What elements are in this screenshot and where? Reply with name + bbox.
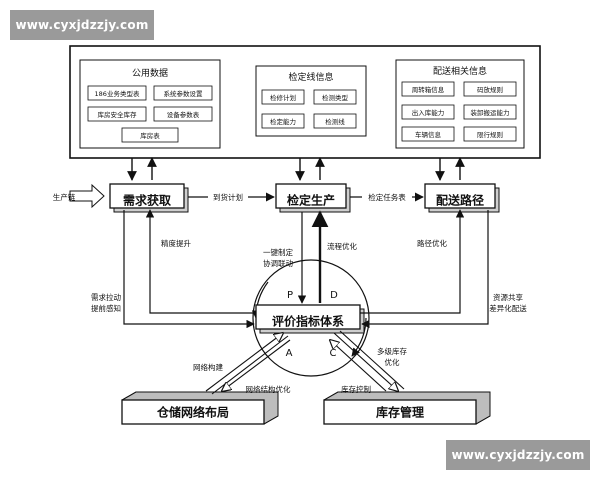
warehouse-network-label: 仓储网络布局 [156,405,229,420]
svg-text:系统参数设置: 系统参数设置 [164,89,204,98]
evaluation-label: 评价指标体系 [272,314,344,329]
delivery-route-label: 配送路径 [436,193,484,208]
svg-text:检测类型: 检测类型 [322,93,349,102]
precision-label: 精度提升 [161,238,191,248]
warehouse-network-box: 仓储网络布局 [121,391,279,425]
delivery-info-item: 出入库能力 [401,104,455,120]
network-build-label: 网络构建 [193,362,223,372]
arrow-inventory-to-evaluation-a [330,340,387,392]
multi-inventory-label: 多级库存 [377,346,407,356]
inspection-line-item: 检修计划 [261,89,305,105]
public-data-title: 公用数据 [132,67,168,79]
demand-pull-label: 需求拉动 [91,292,121,302]
arrow-route-opt [360,209,465,314]
pdca-c: C [330,348,337,359]
svg-text:装卸搬运能力: 装卸搬运能力 [471,108,510,117]
diff-delivery-label: 差异化配送 [489,303,527,313]
evaluation-box: 评价指标体系 [255,304,365,334]
watermark-top: www.cyxjdzzjy.com [10,10,154,40]
arrow-evaluation-to-inventory-b [339,330,405,390]
flow-opt-label: 流程优化 [327,241,357,251]
delivery-info-title: 配送相关信息 [433,65,487,77]
svg-text:出入库能力: 出入库能力 [412,108,445,117]
demand-box: 需求获取 [109,183,189,213]
arrow-resource-share [361,210,489,329]
inspection-line-title: 检定线信息 [288,71,333,83]
arrow-evaluation-to-inventory-a [333,332,398,391]
arrow-precision [145,209,256,314]
inspection-line-item: 检定能力 [261,113,305,129]
arrow-evaluation-to-warehouse-a [222,339,291,391]
inspection-line-item: 检测类型 [313,89,357,105]
forward-sense-label: 提前感知 [91,303,121,313]
inventory-mgmt-box: 库存管理 [323,391,491,425]
production-chain-label: 生产链 [53,192,76,202]
svg-text:库房安全库存: 库房安全库存 [98,110,138,119]
svg-text:检定能力: 检定能力 [270,117,296,126]
pdca-p: P [287,290,293,301]
delivery-route-box: 配送路径 [424,183,500,213]
demand-label: 需求获取 [123,193,171,208]
inspection-box: 检定生产 [275,183,351,213]
svg-text:周转箱信息: 周转箱信息 [412,85,445,94]
inventory-mgmt-label: 库存管理 [376,405,424,420]
inventory-control-label: 库存控制 [341,384,371,394]
pdca-a: A [286,348,293,359]
network-opt-label: 网络结构优化 [246,384,291,394]
delivery-info-item: 限行规则 [463,126,517,142]
arrow-warehouse-to-evaluation-a [205,333,283,392]
pdca-d: D [330,290,338,301]
resource-share-label: 资源共享 [493,292,523,302]
delivery-info-item: 码放规则 [463,81,517,97]
public-data-item: 系统参数设置 [153,85,213,101]
svg-text:检修计划: 检修计划 [270,93,296,102]
one-key-label: 一键制定 [263,247,293,257]
svg-text:设备参数表: 设备参数表 [167,110,200,119]
public-data-item: 186业务类型表 [87,85,147,101]
delivery-info-item: 周转箱信息 [401,81,455,97]
optimize-label: 优化 [385,357,400,367]
inspection-label: 检定生产 [287,193,335,208]
svg-text:限行规则: 限行规则 [477,130,503,139]
public-data-item: 库房表 [121,127,179,143]
route-opt-label: 路径优化 [417,238,447,248]
svg-text:车辆信息: 车辆信息 [415,130,442,139]
delivery-info-item: 装卸搬运能力 [463,104,517,120]
svg-text:检测线: 检测线 [325,117,345,126]
to-plan-label: 到货计划 [213,192,243,202]
svg-text:码放规则: 码放规则 [477,85,503,94]
public-data-item: 库房安全库存 [87,106,147,122]
production-chain-arrow [69,183,105,209]
coordination-label: 协调联动 [263,258,293,268]
public-data-item: 设备参数表 [153,106,213,122]
svg-text:186业务类型表: 186业务类型表 [95,89,140,98]
inspection-task-label: 检定任务表 [368,192,406,202]
delivery-info-item: 车辆信息 [401,126,455,142]
svg-text:库房表: 库房表 [140,131,160,140]
watermark-bottom: www.cyxjdzzjy.com [446,440,590,470]
arrow-demand-pull [123,210,255,329]
inspection-line-item: 检测线 [313,113,357,129]
